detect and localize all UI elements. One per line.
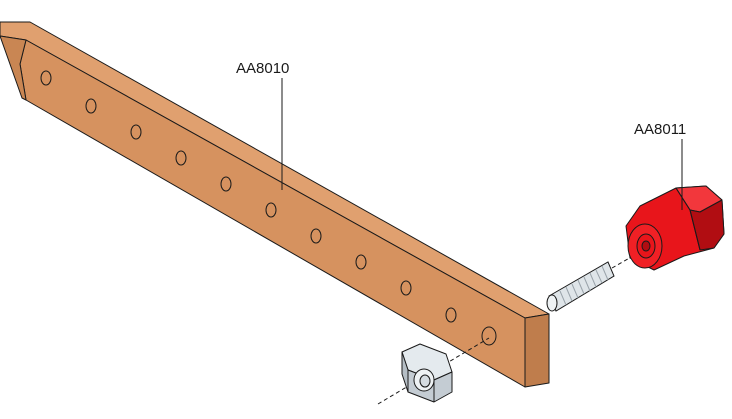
busbar-hole [355,254,367,270]
nut-left-face [401,351,409,393]
busbar-hole [445,307,457,323]
busbar-hole [310,228,322,244]
part-label-busbar: AA8010 [236,60,290,77]
busbar-hole [400,280,412,296]
red-insulator-cap [625,185,725,271]
busbar-end-face [524,313,550,388]
stud-end [546,294,558,312]
cap-hex-edge [689,209,701,251]
threaded-stud [546,261,615,312]
cap-bore [641,240,651,252]
busbar-holes [40,70,497,346]
busbar-hole [85,98,97,114]
busbar-hole [130,124,142,140]
stud-body [548,261,615,312]
cap-hex-edge [675,187,691,211]
axis-stud-to-cap [611,251,641,269]
busbar-hole [40,70,52,86]
busbar-hole [175,150,187,166]
stud-threads [559,265,609,306]
nut-bore-inner [419,374,431,388]
hex-nut [401,343,453,403]
part-label-insulator: AA8011 [634,121,687,138]
busbar-left-end [0,35,27,101]
busbar-hole [220,176,232,192]
busbar-hole-target [481,326,497,346]
leader-lines [281,78,683,210]
busbar-hole [265,202,277,218]
